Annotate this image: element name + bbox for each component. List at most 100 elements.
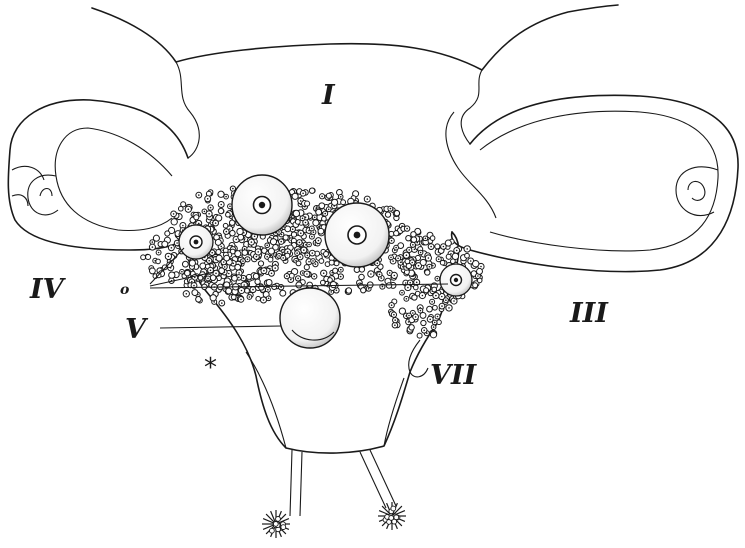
granule-nucleus	[435, 295, 437, 297]
granule-nucleus	[443, 246, 445, 248]
granule-cell	[432, 287, 437, 292]
granule-cell	[477, 268, 483, 274]
granule-nucleus	[307, 255, 309, 257]
granule-nucleus	[224, 266, 226, 268]
granule-cell	[283, 235, 288, 240]
granule-nucleus	[267, 289, 269, 291]
granule-nucleus	[311, 236, 313, 238]
granule-cell	[242, 250, 248, 256]
granule-cell	[326, 193, 331, 198]
granule-nucleus	[368, 288, 370, 290]
granule-nucleus	[390, 257, 392, 259]
granule-cell	[309, 188, 314, 193]
granule-nucleus	[394, 275, 396, 277]
granule-nucleus	[168, 256, 170, 258]
granule-nucleus	[176, 242, 178, 244]
granule-nucleus	[422, 295, 424, 297]
granule-nucleus	[182, 225, 184, 227]
stalk-right	[360, 450, 396, 508]
granule-nucleus	[158, 252, 160, 254]
granule-nucleus	[423, 330, 425, 332]
granule-nucleus	[431, 301, 433, 303]
granule-cell	[255, 279, 260, 284]
granule-nucleus	[278, 231, 280, 233]
granule-nucleus	[225, 196, 227, 198]
granule-cell	[293, 210, 299, 216]
granule-cell	[194, 215, 199, 220]
granule-cell	[346, 288, 351, 293]
granule-nucleus	[401, 292, 403, 294]
granule-cell	[245, 288, 250, 293]
sphere-left-small	[179, 225, 213, 259]
granule-nucleus	[340, 196, 342, 198]
granule-cell	[291, 232, 296, 237]
granule-cell	[333, 268, 338, 273]
granule-nucleus	[414, 249, 416, 251]
granule-nucleus	[308, 261, 310, 263]
label-V: V	[125, 314, 149, 345]
stalk-tip-left	[262, 510, 290, 538]
granule-nucleus	[415, 316, 417, 318]
granule-cell	[178, 206, 183, 211]
granule-cell	[226, 288, 232, 294]
granule-nucleus	[271, 273, 273, 275]
granule-nucleus	[238, 277, 240, 279]
granule-cell	[435, 244, 440, 249]
granule-cell	[149, 268, 155, 274]
granule-nucleus	[243, 277, 245, 279]
granule-cell	[238, 234, 244, 240]
granule-nucleus	[311, 228, 313, 230]
granule-nucleus	[433, 326, 435, 328]
granule-nucleus	[392, 260, 394, 262]
granule-nucleus	[328, 209, 330, 211]
granule-cell	[473, 261, 479, 267]
granule-nucleus	[395, 247, 397, 249]
granule-nucleus	[477, 275, 479, 277]
granule-nucleus	[208, 213, 210, 215]
granule-nucleus	[412, 312, 414, 314]
granule-nucleus	[302, 272, 304, 274]
granule-nucleus	[215, 273, 217, 275]
granule-nucleus	[312, 260, 314, 262]
right-lobe-III-inner	[480, 111, 718, 251]
granule-nucleus	[406, 228, 408, 230]
granule-cell	[232, 275, 238, 281]
granule-nucleus	[381, 277, 383, 279]
granule-nucleus	[249, 296, 251, 298]
granule-nucleus	[379, 274, 381, 276]
granule-nucleus	[400, 262, 402, 264]
tip-cell	[273, 522, 278, 527]
granule-cell	[162, 241, 168, 247]
right-lobe-III-inner-curl	[446, 112, 496, 218]
granule-nucleus	[286, 275, 288, 277]
granule-nucleus	[221, 302, 223, 304]
granule-cell	[411, 237, 417, 243]
granule-nucleus	[315, 263, 317, 265]
granule-nucleus	[207, 278, 209, 280]
label-VII: VII	[430, 360, 478, 391]
granule-cell	[473, 283, 478, 288]
granule-nucleus	[215, 222, 217, 224]
granule-nucleus	[408, 249, 410, 251]
granule-nucleus	[241, 290, 243, 292]
granule-cell	[289, 273, 294, 278]
granule-nucleus	[220, 204, 222, 206]
granule-nucleus	[240, 299, 242, 301]
stalk-tip-right	[378, 502, 406, 530]
granule-nucleus	[391, 304, 393, 306]
granule-cell	[198, 275, 203, 280]
granule-nucleus	[263, 270, 265, 272]
leader-V	[160, 326, 281, 328]
granule-nucleus	[420, 252, 422, 254]
granule-cell	[394, 231, 399, 236]
granule-cell	[235, 264, 241, 270]
granule-nucleus	[296, 252, 298, 254]
granule-cell	[182, 261, 188, 267]
granule-cell	[224, 255, 230, 261]
granule-nucleus	[220, 246, 222, 248]
granule-nucleus	[254, 236, 256, 238]
granule-nucleus	[390, 208, 392, 210]
granule-nucleus	[238, 272, 240, 274]
granule-cell	[329, 260, 334, 265]
granule-cell	[316, 209, 322, 215]
